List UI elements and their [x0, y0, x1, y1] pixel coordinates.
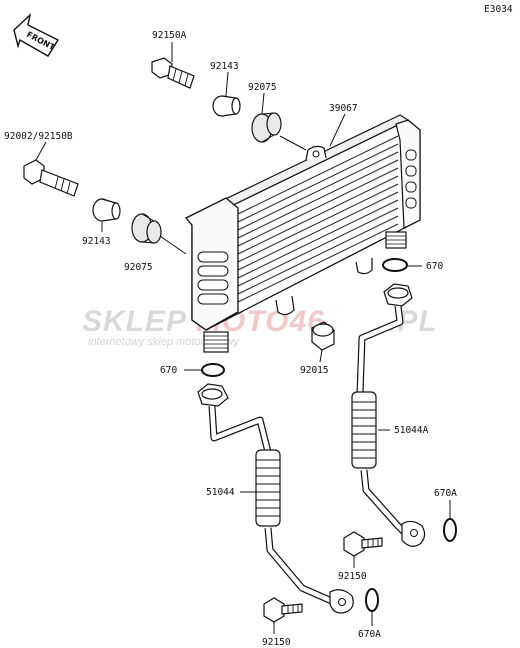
o-ring-670a-bottom	[365, 588, 379, 612]
grommet-92075-left	[131, 213, 162, 244]
callout-92143-left: 92143	[82, 236, 111, 247]
collar-92143-left	[92, 198, 121, 222]
bolt-92150a	[151, 57, 195, 89]
diagram-code: E3034	[484, 4, 513, 15]
callout-labels: 92150A 92143 92075 39067 92002/92150B 92…	[4, 30, 457, 648]
callout-39067: 39067	[329, 103, 358, 114]
grommet-92075-top	[251, 112, 282, 143]
cap-nut-92015	[311, 321, 335, 351]
oil-pipe-51044a	[351, 283, 426, 547]
callout-92075-left: 92075	[124, 262, 153, 273]
callout-92150-mid: 92150	[338, 571, 367, 582]
callout-92150a: 92150A	[152, 30, 187, 41]
collar-92143-top	[212, 95, 241, 117]
o-ring-670-left	[201, 363, 225, 377]
callout-92002-92150b: 92002/92150B	[4, 131, 73, 142]
leader-lines	[35, 42, 451, 634]
watermark-tagline: internetowy sklep motocyklowy	[88, 336, 241, 348]
callout-92150-bottom: 92150	[262, 637, 291, 648]
bolt-92002-92150b	[23, 159, 79, 197]
callout-51044a: 51044A	[394, 425, 429, 436]
callout-670a-bottom: 670A	[358, 629, 381, 640]
callout-92143-top: 92143	[210, 61, 239, 72]
oil-cooler	[184, 114, 421, 353]
callout-51044: 51044	[206, 487, 235, 498]
callout-670-left: 670	[160, 365, 177, 376]
callout-92075-top: 92075	[248, 82, 277, 93]
bolt-92150-bottom	[263, 597, 303, 623]
front-arrow-icon: FRONT	[13, 12, 60, 57]
o-ring-670a-right	[443, 518, 457, 542]
bolt-92150-mid	[343, 531, 383, 557]
o-ring-670-right	[382, 258, 408, 272]
callout-670-right: 670	[426, 261, 443, 272]
oil-pipe-51044	[197, 383, 354, 614]
callout-670a-right: 670A	[434, 488, 457, 499]
callout-92015: 92015	[300, 365, 329, 376]
watermark-brand-a: SKLEP	[82, 305, 187, 338]
